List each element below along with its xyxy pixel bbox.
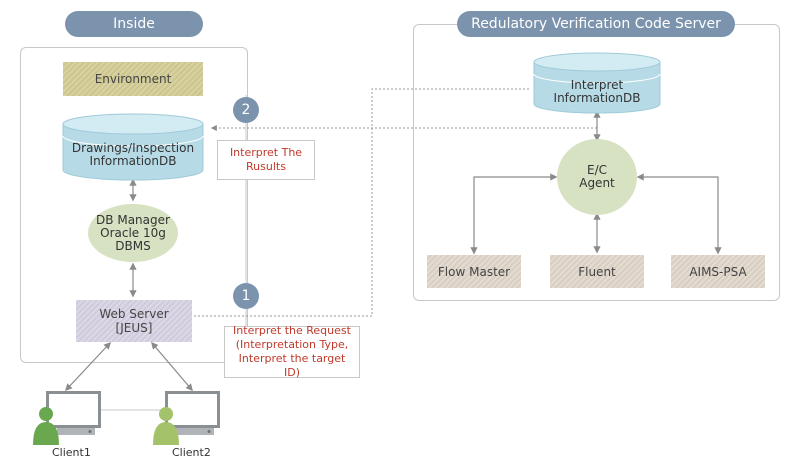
- aims-psa-box: AIMS-PSA: [671, 255, 765, 288]
- monitor-icon: [165, 391, 220, 435]
- inside-title: Inside: [65, 11, 203, 37]
- environment-box: Environment: [63, 62, 203, 96]
- request-path: [194, 88, 530, 317]
- web-client1-arrow: [65, 341, 111, 392]
- person-icon: [33, 407, 59, 445]
- client2-label: Client2: [172, 446, 211, 459]
- person-icon: [153, 407, 179, 445]
- server-title: Redulatory Verification Code Server: [457, 11, 735, 37]
- ec-agent-node: E/C Agent: [557, 139, 637, 215]
- client1-label: Client1: [52, 446, 91, 459]
- agent-flowmaster-arrow: [470, 173, 558, 255]
- step-1-marker: 1: [233, 283, 259, 309]
- db-manager-node: DB Manager Oracle 10g DBMS: [88, 204, 178, 262]
- agent-aims-arrow: [636, 173, 722, 255]
- drawings-db-label: Drawings/Inspection InformationDB: [71, 141, 195, 168]
- results-note: Interpret The Rusults: [217, 140, 315, 180]
- monitor-icon: [46, 391, 101, 435]
- interpret-db-label: Interpret InformationDB: [553, 78, 641, 105]
- request-note: Interpret the Request (Interpretation Ty…: [224, 324, 360, 379]
- flow-master-box: Flow Master: [427, 255, 521, 288]
- web-server-box: Web Server [JEUS]: [76, 300, 192, 342]
- web-client2-arrow: [151, 341, 193, 392]
- step-2-marker: 2: [233, 97, 259, 123]
- fluent-box: Fluent: [550, 255, 644, 288]
